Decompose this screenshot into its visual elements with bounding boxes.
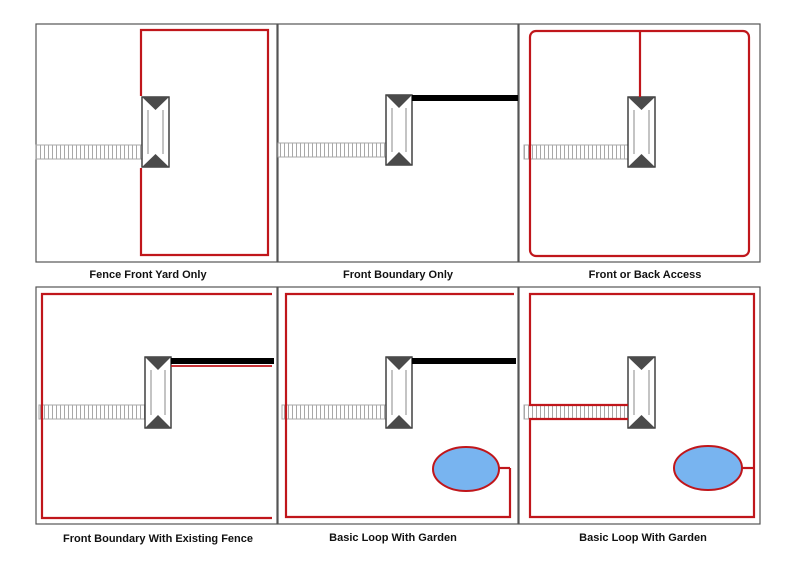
- caption-front-boundary-with-existing-fence: Front Boundary With Existing Fence: [63, 533, 253, 545]
- fence-line: [528, 292, 756, 519]
- walkway-icon: [35, 144, 143, 160]
- caption-front-or-back-access: Front or Back Access: [589, 269, 702, 281]
- panel-front-or-back-access: [518, 23, 761, 263]
- house-icon: [627, 96, 656, 168]
- caption-basic-loop-with-garden: Basic Loop With Garden: [329, 532, 457, 544]
- fence-line: [284, 292, 514, 519]
- garden-icon: [673, 445, 743, 491]
- caption-front-boundary-only: Front Boundary Only: [343, 269, 454, 281]
- panel-basic-loop-with-garden-2: [518, 286, 761, 525]
- panel-fence-front-yard-only: [35, 23, 278, 263]
- house-icon: [144, 356, 172, 429]
- walkway-icon: [277, 142, 387, 158]
- house-icon: [141, 96, 170, 168]
- caption-basic-loop-with-garden-2: Basic Loop With Garden: [579, 532, 707, 544]
- panel-front-boundary-with-existing-fence: [35, 286, 278, 525]
- house-icon: [627, 356, 656, 429]
- panel-basic-loop-with-garden: [277, 286, 519, 525]
- walkway-icon: [523, 404, 629, 420]
- panel-front-boundary-only: [277, 23, 519, 263]
- house-icon: [385, 94, 413, 166]
- walkway-icon: [38, 404, 146, 420]
- fence-line: [40, 292, 272, 520]
- garden-icon: [432, 446, 500, 492]
- house-icon: [385, 356, 413, 429]
- fence-line: [139, 28, 270, 257]
- walkway-icon: [523, 144, 629, 160]
- caption-fence-front-yard-only: Fence Front Yard Only: [89, 269, 207, 281]
- walkway-icon: [281, 404, 387, 420]
